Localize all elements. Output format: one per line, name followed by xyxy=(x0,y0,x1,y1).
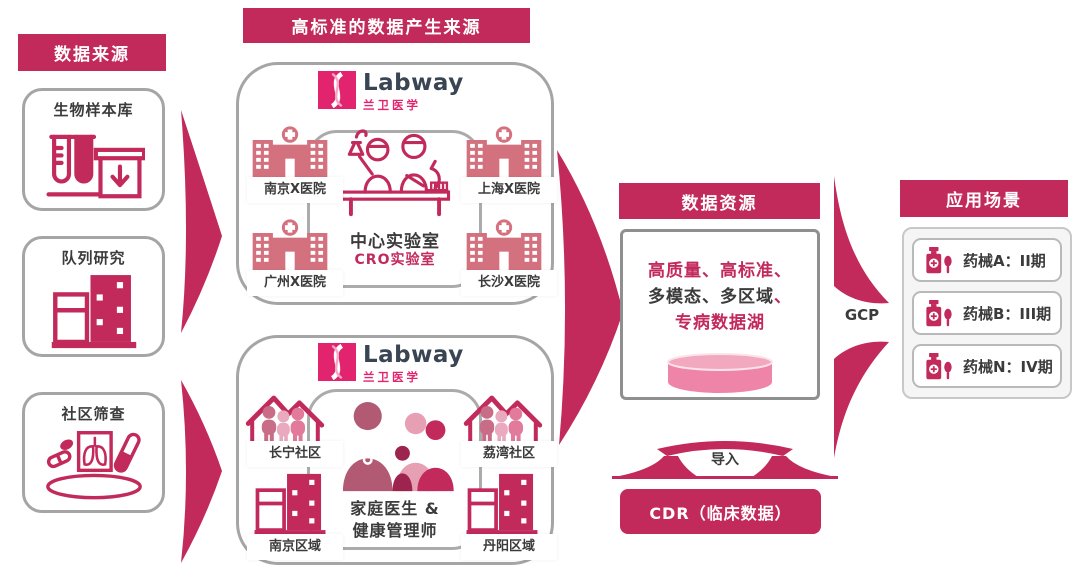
screening-title: 社区筛查 xyxy=(61,405,126,423)
labway-name: Labway xyxy=(363,70,464,96)
medicine-bottle-icon xyxy=(923,299,954,328)
arrow-sources-to-communities xyxy=(181,380,222,563)
arrow-import-up xyxy=(612,441,838,479)
family-doctor-title: 家庭医生 & 健康管理师 xyxy=(320,499,470,545)
import-arrow-label: 导入 xyxy=(711,452,739,468)
production-header: 高标准的数据产生来源 xyxy=(243,8,530,43)
application-item-label: 药械A：II期 xyxy=(963,251,1046,270)
data-lake-line1: 高质量、高标准、 xyxy=(648,261,792,281)
arrow-gcp-lower xyxy=(834,341,889,458)
community-node-label: 长宁社区 xyxy=(247,441,343,467)
labway-logo-hospitals: Labway 兰卫医学 xyxy=(318,71,464,113)
region-node-label: 丹阳区域 xyxy=(461,534,557,560)
community-connector-loop xyxy=(307,389,482,550)
central-lab-icon xyxy=(332,126,458,222)
source-box-screening: 社区筛查 xyxy=(22,392,165,513)
region-node-label: 南京区域 xyxy=(247,534,343,560)
region-cabinet-icon xyxy=(253,468,327,536)
region-cabinet-icon xyxy=(465,468,539,536)
hospital-icon xyxy=(249,126,331,182)
cdr-label: CDR（临床数据） xyxy=(649,503,792,523)
family-doctor-icon xyxy=(333,398,457,492)
application-item: 药械B：III期 xyxy=(912,291,1062,335)
community-house-icon xyxy=(463,382,543,446)
data-resource-header: 数据资源 xyxy=(619,183,820,219)
labway-name: Labway xyxy=(363,342,464,368)
hospital-node-label: 广州X医院 xyxy=(247,270,343,296)
arrow-production-to-resource xyxy=(557,150,623,445)
application-scenarios-header: 应用场景 xyxy=(900,180,1068,217)
medicine-bottle-icon xyxy=(923,246,954,275)
labway-subtitle: 兰卫医学 xyxy=(363,370,421,384)
labway-subtitle: 兰卫医学 xyxy=(363,98,421,112)
production-header-label: 高标准的数据产生来源 xyxy=(291,18,482,38)
labway-logo-communities: Labway 兰卫医学 xyxy=(318,343,464,385)
application-item: 药械A：II期 xyxy=(912,238,1062,282)
data-lake-line3: 专病数据湖 xyxy=(675,313,765,333)
biobank-icon xyxy=(43,120,145,202)
application-item: 药械N：IV期 xyxy=(912,344,1062,388)
data-sources-header-label: 数据来源 xyxy=(54,45,130,65)
labway-helix-icon xyxy=(318,71,356,109)
source-box-biobank: 生物样本库 xyxy=(22,88,165,211)
labway-logo-text: Labway 兰卫医学 xyxy=(363,71,464,113)
data-sources-header: 数据来源 xyxy=(18,34,166,71)
family-doctor-line2: 健康管理师 xyxy=(352,520,438,540)
data-lake-line2-mark: 、 xyxy=(774,287,792,307)
central-lab-title: 中心实验室 xyxy=(350,232,440,252)
gcp-arrow-label: GCP xyxy=(844,306,880,324)
hospital-icon xyxy=(463,219,545,275)
family-doctor-line1: 家庭医生 & xyxy=(350,499,440,518)
cohort-study-icon xyxy=(50,268,138,349)
labway-helix-icon xyxy=(318,343,356,381)
community-screening-icon xyxy=(41,424,147,503)
hospital-node-label: 上海X医院 xyxy=(461,177,557,203)
cohort-title: 队列研究 xyxy=(61,249,126,267)
application-item-label: 药械B：III期 xyxy=(963,304,1052,323)
hospital-icon xyxy=(463,126,545,182)
application-scenarios-header-label: 应用场景 xyxy=(946,191,1022,211)
community-node-label: 荔湾社区 xyxy=(461,441,557,467)
hospital-node-label: 长沙X医院 xyxy=(461,270,557,296)
source-box-cohort: 队列研究 xyxy=(22,236,165,357)
hospital-connector-loop xyxy=(307,130,482,288)
application-item-label: 药械N：IV期 xyxy=(963,357,1053,376)
data-resource-header-label: 数据资源 xyxy=(681,193,758,214)
labway-logo-text: Labway 兰卫医学 xyxy=(363,343,464,385)
biobank-title: 生物样本库 xyxy=(53,101,134,119)
data-lake-line2: 多模态、多区域 xyxy=(648,287,774,307)
medicine-bottle-icon xyxy=(923,352,954,381)
data-lake-description: 高质量、高标准、 多模态、多区域、 专病数据湖 xyxy=(623,258,817,336)
arrow-sources-to-hospitals xyxy=(181,110,222,333)
cdr-box: CDR（临床数据） xyxy=(620,489,821,534)
arrow-gcp-upper xyxy=(834,176,889,304)
cro-lab-subtitle: CRO实验室 xyxy=(354,252,436,268)
hospital-node-label: 南京X医院 xyxy=(247,177,343,203)
community-house-icon xyxy=(245,382,325,446)
hospital-icon xyxy=(249,219,331,275)
database-cylinder-icon xyxy=(667,353,773,393)
